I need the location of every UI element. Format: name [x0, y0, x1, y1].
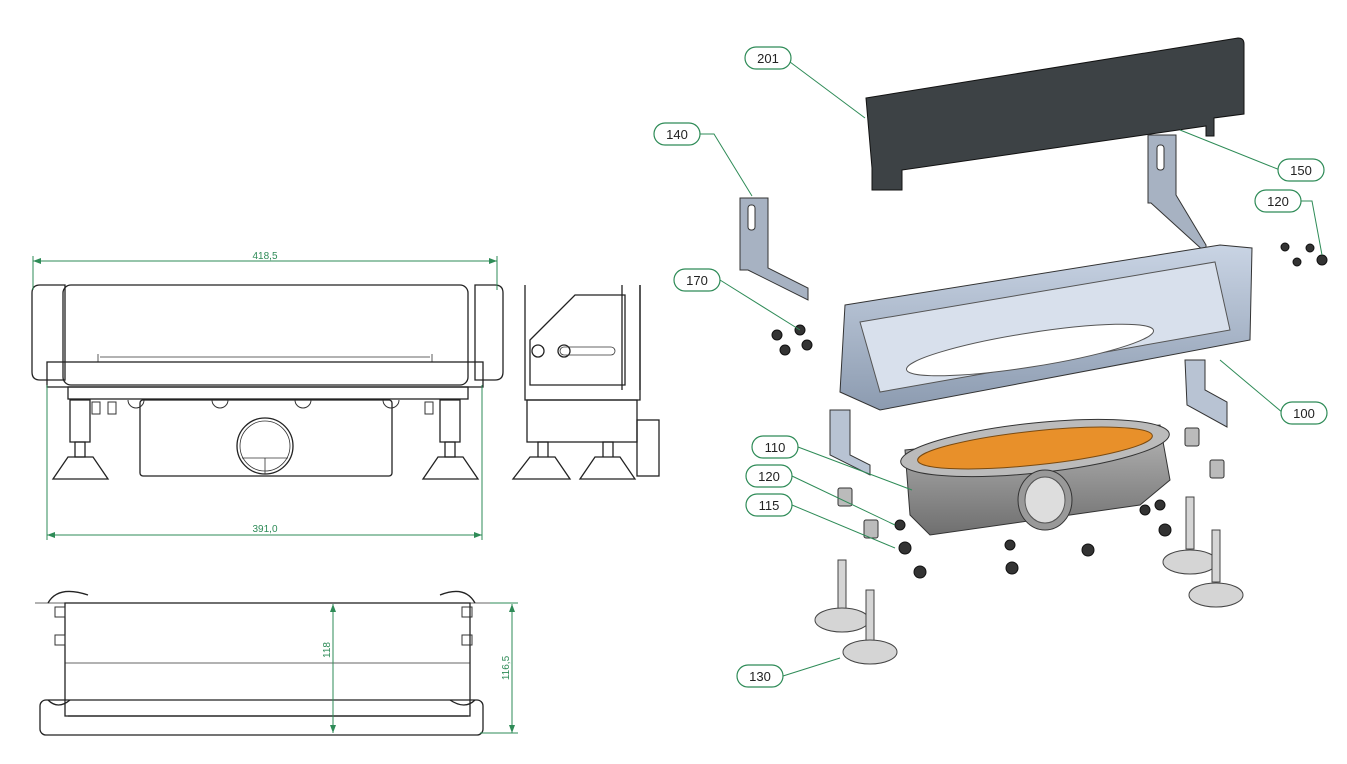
exploded-view — [700, 37, 1328, 677]
bracket-140 — [739, 197, 809, 301]
part-label-100: 100 — [1280, 401, 1328, 425]
svg-text:150: 150 — [1290, 163, 1312, 178]
svg-text:140: 140 — [666, 127, 688, 142]
svg-text:201: 201 — [757, 51, 779, 66]
spacers-115 — [837, 427, 1225, 539]
svg-text:120: 120 — [1267, 194, 1289, 209]
part-label-201: 201 — [744, 46, 792, 70]
part-label-170: 170 — [673, 268, 721, 292]
nuts — [771, 242, 1328, 579]
leveling-feet-130 — [814, 496, 1244, 665]
part-label-150: 150 — [1277, 158, 1325, 182]
front-view: 418,5 391,0 — [31, 251, 504, 540]
dimension-outer-height: 116,5 — [501, 655, 512, 680]
part-label-110: 110 — [751, 435, 799, 459]
side-view — [511, 285, 660, 480]
part-label-120: 120 — [1254, 189, 1302, 213]
top-view: 118 116,5 — [35, 590, 518, 736]
part-label-115: 115 — [745, 493, 793, 517]
seal-gasket — [917, 426, 1153, 470]
svg-text:170: 170 — [686, 273, 708, 288]
svg-text:100: 100 — [1293, 406, 1315, 421]
dimension-base-width: 391,0 — [252, 524, 277, 535]
svg-text:115: 115 — [759, 498, 780, 513]
svg-text:110: 110 — [765, 440, 786, 455]
part-label-140: 140 — [653, 122, 701, 146]
dimension-overall-width: 418,5 — [252, 251, 277, 262]
svg-text:130: 130 — [749, 669, 771, 684]
cover-plate-201 — [865, 37, 1245, 191]
part-label-130: 130 — [736, 664, 784, 688]
svg-text:120: 120 — [758, 469, 780, 484]
dimension-inner-height: 118 — [322, 642, 333, 658]
part-label-120b: 120 — [745, 464, 793, 488]
